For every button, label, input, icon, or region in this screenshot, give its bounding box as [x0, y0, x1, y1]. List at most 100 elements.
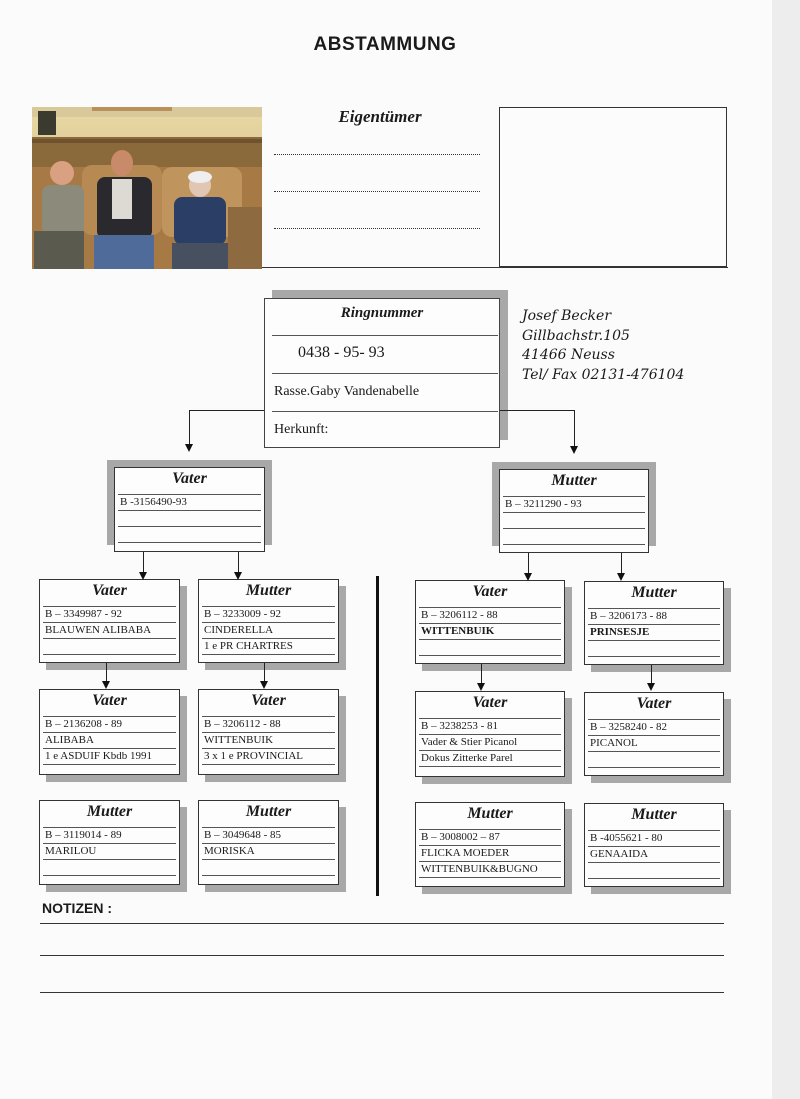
ring-divider — [272, 335, 498, 336]
contact-street: Gillbachstr.105 — [522, 327, 630, 344]
connector-line — [651, 665, 652, 683]
pigeon-role-title: Mutter — [631, 806, 677, 823]
connector-line — [189, 410, 190, 444]
ring-number-row: B -3156490-93 — [118, 494, 261, 510]
row-separator — [419, 766, 561, 767]
info-row: Dokus Zitterke Parel — [419, 750, 561, 766]
row-separator — [419, 877, 561, 878]
connector-line — [189, 410, 264, 411]
connector-line — [481, 664, 482, 683]
owner-contact: Josef Becker Gillbachstr.105 41466 Neuss… — [522, 307, 684, 385]
arrow-down-icon — [185, 444, 193, 452]
pigeon-box-mother: Mutter B – 3211290 - 93 — [499, 469, 649, 553]
owner-divider — [262, 267, 728, 268]
ring-number-row: B – 3258240 - 82 — [588, 719, 720, 735]
arrow-down-icon — [260, 681, 268, 689]
pigeon-role-title: Vater — [472, 583, 508, 600]
row-separator — [503, 544, 645, 545]
arrow-down-icon — [102, 681, 110, 689]
info-row: 1 e PR CHARTRES — [202, 638, 335, 654]
ring-divider — [272, 373, 498, 374]
row-separator — [588, 656, 720, 657]
info-row: 3 x 1 e PROVINCIAL — [202, 748, 335, 764]
race-text: Rasse.Gaby Vandenabelle — [274, 384, 420, 399]
info-row — [118, 510, 261, 526]
row-separator — [202, 764, 335, 765]
pigeon-role-title: Mutter — [467, 805, 513, 822]
ring-number-row: B – 3206112 - 88 — [202, 716, 335, 732]
arrow-down-icon — [617, 573, 625, 581]
origin-text: Herkunft: — [274, 422, 329, 437]
owner-line-1[interactable] — [274, 154, 480, 155]
connector-line — [143, 552, 144, 572]
info-row: MORISKA — [202, 843, 335, 859]
info-row: WITTENBUIK&BUGNO — [419, 861, 561, 877]
info-row — [588, 640, 720, 656]
info-row — [503, 528, 645, 544]
arrow-down-icon — [477, 683, 485, 691]
notes-line-1[interactable] — [40, 923, 724, 924]
notes-line-2[interactable] — [40, 955, 724, 956]
row-separator — [588, 767, 720, 768]
notes-line-3[interactable] — [40, 992, 724, 993]
pigeon-role-title: Mutter — [551, 472, 597, 489]
connector-line — [621, 553, 622, 573]
notes-label: NOTIZEN : — [42, 900, 112, 916]
row-separator — [202, 654, 335, 655]
row-separator — [202, 875, 335, 876]
info-row — [43, 859, 176, 875]
ring-number-row: B – 3206173 - 88 — [588, 608, 720, 624]
stamp-box — [499, 107, 727, 267]
info-row — [588, 862, 720, 878]
pigeon-role-title: Mutter — [86, 803, 133, 820]
ring-number-row: B – 3238253 - 81 — [419, 718, 561, 734]
info-row: BLAUWEN ALIBABA — [43, 622, 176, 638]
row-separator — [419, 655, 561, 656]
info-row — [588, 751, 720, 767]
info-row: 1 e ASDUIF Kbdb 1991 — [43, 748, 176, 764]
connector-line — [500, 410, 574, 411]
info-row: WITTENBUIK — [202, 732, 335, 748]
arrow-down-icon — [570, 446, 578, 454]
row-separator — [118, 542, 261, 543]
pigeon-role-title: Mutter — [631, 584, 677, 601]
ring-number-row: B -4055621 - 80 — [588, 830, 720, 846]
contact-city: 41466 Neuss — [522, 347, 615, 363]
owner-line-2[interactable] — [274, 191, 480, 192]
connector-line — [528, 553, 529, 573]
arrow-down-icon — [647, 683, 655, 691]
ring-number-row: B – 3049648 - 85 — [202, 827, 335, 843]
pigeon-role-title: Vater — [251, 692, 286, 709]
ring-number-row: B – 3008002 – 87 — [419, 829, 561, 845]
ring-number-value: 0438 - 95- 93 — [298, 344, 385, 361]
ring-number-row: B – 3349987 - 92 — [43, 606, 176, 622]
ring-number-row: B – 3211290 - 93 — [503, 496, 645, 512]
arrow-down-icon — [139, 572, 147, 580]
pigeon-role-title: Mutter — [245, 582, 292, 599]
pigeon-role-title: Vater — [472, 694, 508, 711]
contact-name: Josef Becker — [522, 308, 612, 324]
pigeon-role-title: Vater — [92, 692, 127, 709]
connector-line — [106, 663, 107, 681]
info-row: PRINSESJE — [588, 624, 720, 640]
ring-number-row: B – 3206112 - 88 — [419, 607, 561, 623]
pigeon-role-title: Vater — [172, 470, 207, 487]
row-separator — [588, 878, 720, 879]
info-row: CINDERELLA — [202, 622, 335, 638]
info-row — [43, 638, 176, 654]
row-separator — [43, 875, 176, 876]
pigeon-box-father: Vater B -3156490-93 — [114, 467, 265, 552]
owner-line-3[interactable] — [274, 228, 480, 229]
document-title: ABSTAMMUNG — [313, 34, 457, 55]
info-row — [503, 512, 645, 528]
